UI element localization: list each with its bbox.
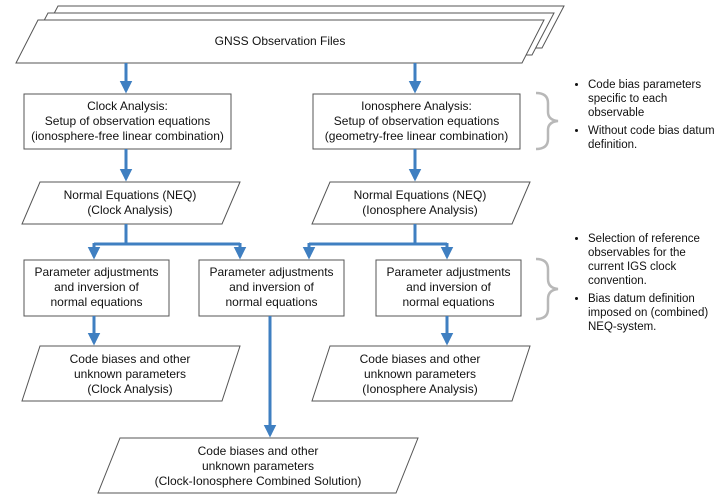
combined-adjust-line-2: and inversion of <box>229 280 314 294</box>
iono-adjust-box <box>375 259 522 317</box>
clock-setup-line-3: (ionosphere-free linear combination) <box>31 129 224 143</box>
iono-setup-text: Ionosphere Analysis: Setup of observatio… <box>313 99 520 144</box>
combined-adjust-line-3: normal equations <box>225 295 318 309</box>
iono-result-shape <box>311 345 531 402</box>
bracket-bottom <box>535 257 559 321</box>
combined-result-shape <box>97 437 419 494</box>
iono-result-line-2: unknown parameters <box>363 367 477 381</box>
clock-neq-branch <box>94 224 240 246</box>
notes-bottom: Selection of reference observables for t… <box>574 232 718 338</box>
iono-adjust-text: Parameter adjustments and inversion of n… <box>376 265 521 310</box>
iono-neq-text: Normal Equations (NEQ) (Ionosphere Analy… <box>320 188 520 218</box>
clock-adjust-line-3: normal equations <box>50 295 143 309</box>
bracket-top <box>535 91 559 151</box>
iono-result-line-1: Code biases and other <box>359 352 481 366</box>
clock-adjust-box <box>23 259 170 317</box>
clock-result-line-1: Code biases and other <box>69 352 191 366</box>
iono-setup-line-2: Setup of observation equations <box>333 114 500 128</box>
notes-top: Code bias parameters specific to each ob… <box>574 78 718 156</box>
iono-setup-line-1: Ionosphere Analysis: <box>361 99 472 113</box>
iono-result-text: Code biases and other unknown parameters… <box>320 352 520 397</box>
clock-neq-line-2: (Clock Analysis) <box>87 203 173 217</box>
iono-setup-box <box>312 93 521 150</box>
clock-setup-line-2: Setup of observation equations <box>44 114 211 128</box>
iono-result-line-3: (Ionosphere Analysis) <box>362 382 478 396</box>
combined-adjust-line-1: Parameter adjustments <box>209 265 334 279</box>
note-top-1: Code bias parameters specific to each ob… <box>588 78 718 120</box>
clock-neq-line-1: Normal Equations (NEQ) <box>63 188 197 202</box>
note-top-2: Without code bias datum definition. <box>588 124 718 152</box>
clock-result-line-3: (Clock Analysis) <box>87 382 173 396</box>
clock-setup-line-1: Clock Analysis: <box>87 99 168 113</box>
iono-neq-line-2: (Ionosphere Analysis) <box>362 203 478 217</box>
clock-adjust-line-1: Parameter adjustments <box>34 265 159 279</box>
gnss-files-label: GNSS Observation Files <box>214 34 346 48</box>
note-bottom-1: Selection of reference observables for t… <box>588 232 718 288</box>
clock-neq-text: Normal Equations (NEQ) (Clock Analysis) <box>30 188 230 218</box>
iono-adjust-line-1: Parameter adjustments <box>386 265 511 279</box>
clock-result-shape <box>21 345 241 402</box>
iono-setup-line-3: (geometry-free linear combination) <box>324 129 509 143</box>
combined-result-line-3: (Clock-Ionosphere Combined Solution) <box>154 474 362 488</box>
clock-neq-shape <box>21 181 241 225</box>
clock-setup-text: Clock Analysis: Setup of observation equ… <box>24 99 231 144</box>
clock-setup-box <box>23 93 232 150</box>
combined-result-line-2: unknown parameters <box>201 459 315 473</box>
clock-result-line-2: unknown parameters <box>73 367 187 381</box>
gnss-files-shape <box>15 19 545 64</box>
iono-adjust-line-3: normal equations <box>402 295 495 309</box>
iono-neq-line-1: Normal Equations (NEQ) <box>353 188 487 202</box>
combined-adjust-text: Parameter adjustments and inversion of n… <box>199 265 344 310</box>
clock-adjust-text: Parameter adjustments and inversion of n… <box>24 265 169 310</box>
combined-result-text: Code biases and other unknown parameters… <box>108 444 408 489</box>
iono-neq-shape <box>311 181 531 225</box>
iono-adjust-line-2: and inversion of <box>406 280 491 294</box>
clock-adjust-line-2: and inversion of <box>54 280 139 294</box>
combined-result-line-1: Code biases and other <box>197 444 319 458</box>
clock-result-text: Code biases and other unknown parameters… <box>30 352 230 397</box>
note-bottom-2: Bias datum definition imposed on (combin… <box>588 292 718 334</box>
iono-neq-branch <box>309 224 447 246</box>
